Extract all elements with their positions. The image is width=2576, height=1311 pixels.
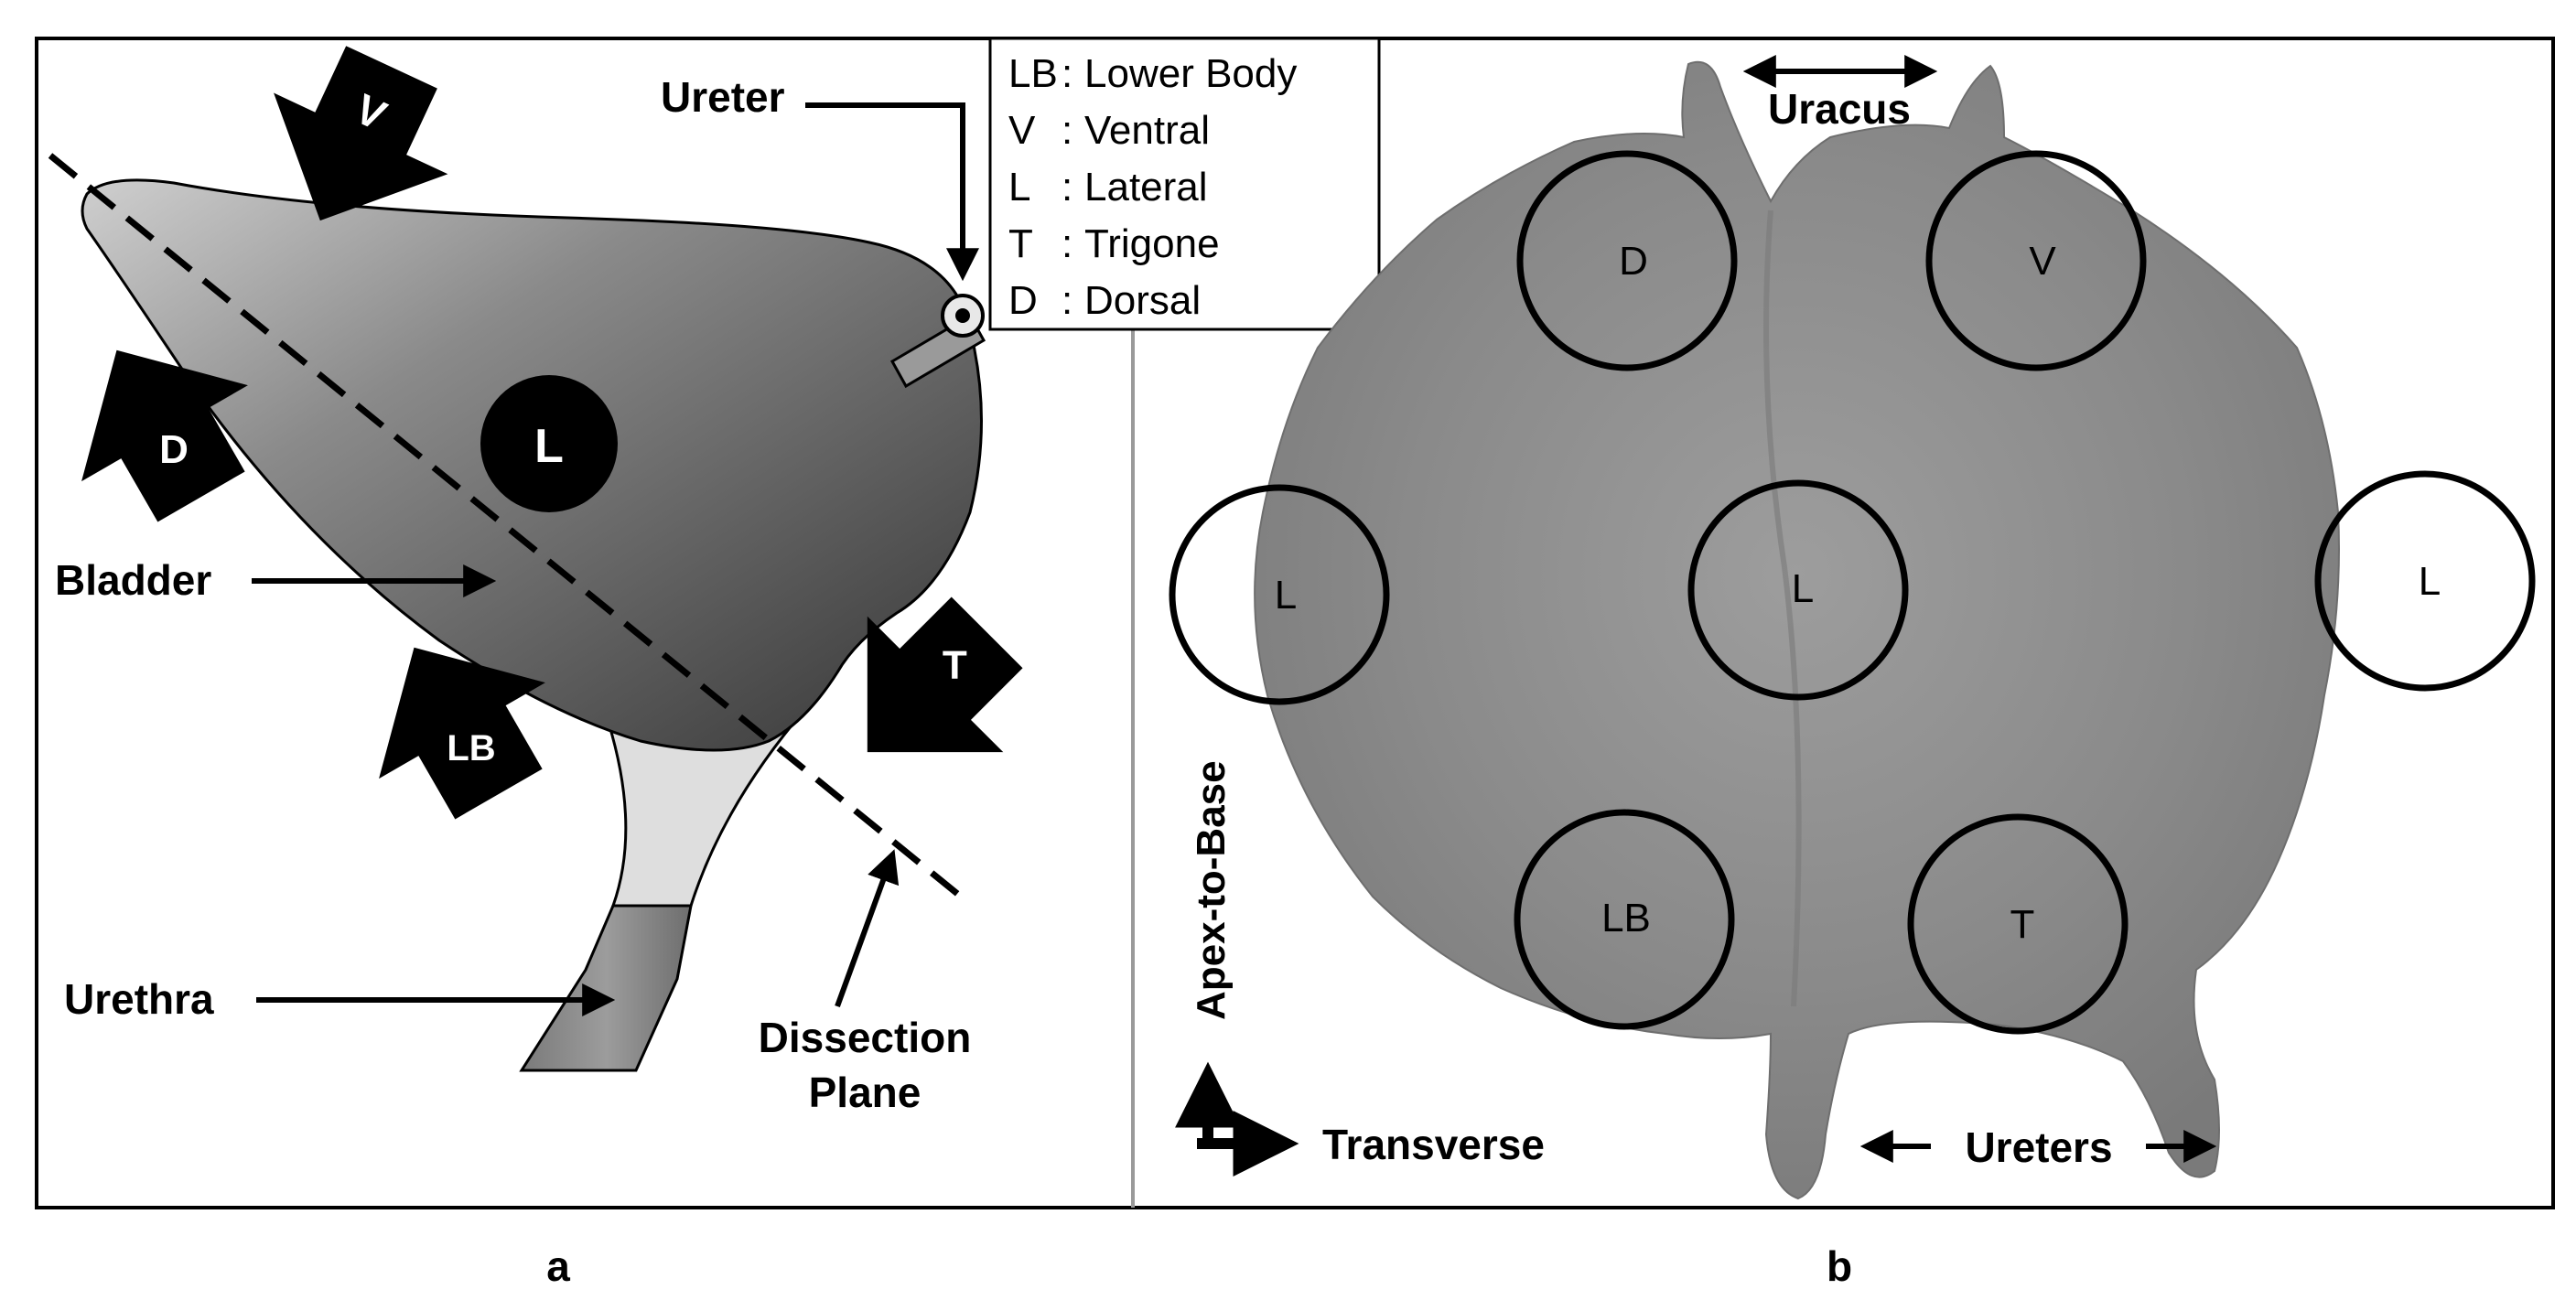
legend-box: LB : Lower Body V : Ventral L : Lateral … — [988, 37, 1381, 331]
lateral-marker — [480, 375, 618, 512]
orientation-axes — [1175, 1061, 1299, 1177]
legend-abbr-2: V — [1008, 108, 1036, 153]
dorsal-arrow: D — [81, 349, 248, 522]
panel-b: D V L L L LB T Uracus Ureters Apex-to-Ba… — [1169, 55, 2536, 1200]
dorsal-arrow-label: D — [159, 427, 189, 472]
legend-abbr-5: D — [1008, 278, 1038, 323]
circle-trigone-label: T — [2010, 902, 2035, 947]
circle-lower-body — [1514, 809, 1735, 1030]
legend-sep-2: : — [1062, 108, 1072, 153]
transverse-label: Transverse — [1322, 1121, 1545, 1168]
ureter-label: Ureter — [661, 73, 785, 121]
ureter-pointer — [805, 102, 979, 282]
circle-lateral-right — [2314, 470, 2536, 692]
bladder-neck — [607, 707, 809, 908]
uracus-label: Uracus — [1768, 85, 1911, 133]
legend-sep-4: : — [1062, 221, 1072, 266]
legend-text-2: Ventral — [1084, 108, 1210, 153]
circle-ventral — [1925, 150, 2147, 371]
panel-a: L V D LB T Ureter Bladder Urethra — [48, 46, 1023, 1116]
dissection-pointer — [835, 849, 900, 1008]
legend-text-3: Lateral — [1084, 165, 1208, 210]
circle-lateral-center — [1687, 479, 1909, 701]
circle-lateral-left — [1169, 484, 1390, 705]
circle-lateral-right-label: L — [2419, 559, 2441, 604]
ventral-arrow: V — [274, 46, 448, 221]
legend-abbr-1: LB — [1008, 51, 1058, 96]
tissue-specimen — [1254, 60, 2340, 1200]
circle-lateral-left-label: L — [1275, 573, 1297, 618]
ureter-tube — [889, 294, 986, 389]
bladder-label: Bladder — [55, 556, 211, 604]
urethra-shape — [519, 904, 693, 1072]
urethra-label: Urethra — [64, 975, 214, 1023]
apex-to-base-label: Apex-to-Base — [1189, 760, 1234, 1020]
circle-trigone — [1907, 813, 2129, 1035]
legend-text-4: Trigone — [1084, 221, 1220, 266]
lower-body-arrow-label: LB — [447, 728, 495, 768]
legend-sep-5: : — [1062, 278, 1072, 323]
ureters-label: Ureters — [1965, 1123, 2112, 1171]
circle-ventral-label: V — [2029, 239, 2056, 284]
circle-dorsal-label: D — [1619, 239, 1648, 284]
circle-lower-body-label: LB — [1601, 896, 1651, 940]
panel-a-caption: a — [546, 1242, 570, 1290]
circle-lateral-center-label: L — [1792, 566, 1814, 611]
legend-sep-1: : — [1062, 51, 1072, 96]
legend-abbr-3: L — [1008, 165, 1030, 210]
dissection-label-line1: Dissection — [759, 1014, 972, 1061]
dissection-label-line2: Plane — [809, 1069, 922, 1116]
panel-b-caption: b — [1827, 1242, 1852, 1290]
lower-body-arrow: LB — [379, 647, 545, 820]
legend-abbr-4: T — [1008, 221, 1033, 266]
circle-dorsal — [1516, 150, 1738, 371]
trigone-arrow-label: T — [943, 643, 967, 688]
legend-text-1: Lower Body — [1084, 51, 1297, 96]
lateral-marker-label: L — [534, 420, 564, 473]
trigone-arrow: T — [867, 596, 1023, 753]
tissue-midline — [1763, 210, 1802, 1007]
legend-text-5: Dorsal — [1084, 278, 1201, 323]
legend-sep-3: : — [1062, 165, 1072, 210]
